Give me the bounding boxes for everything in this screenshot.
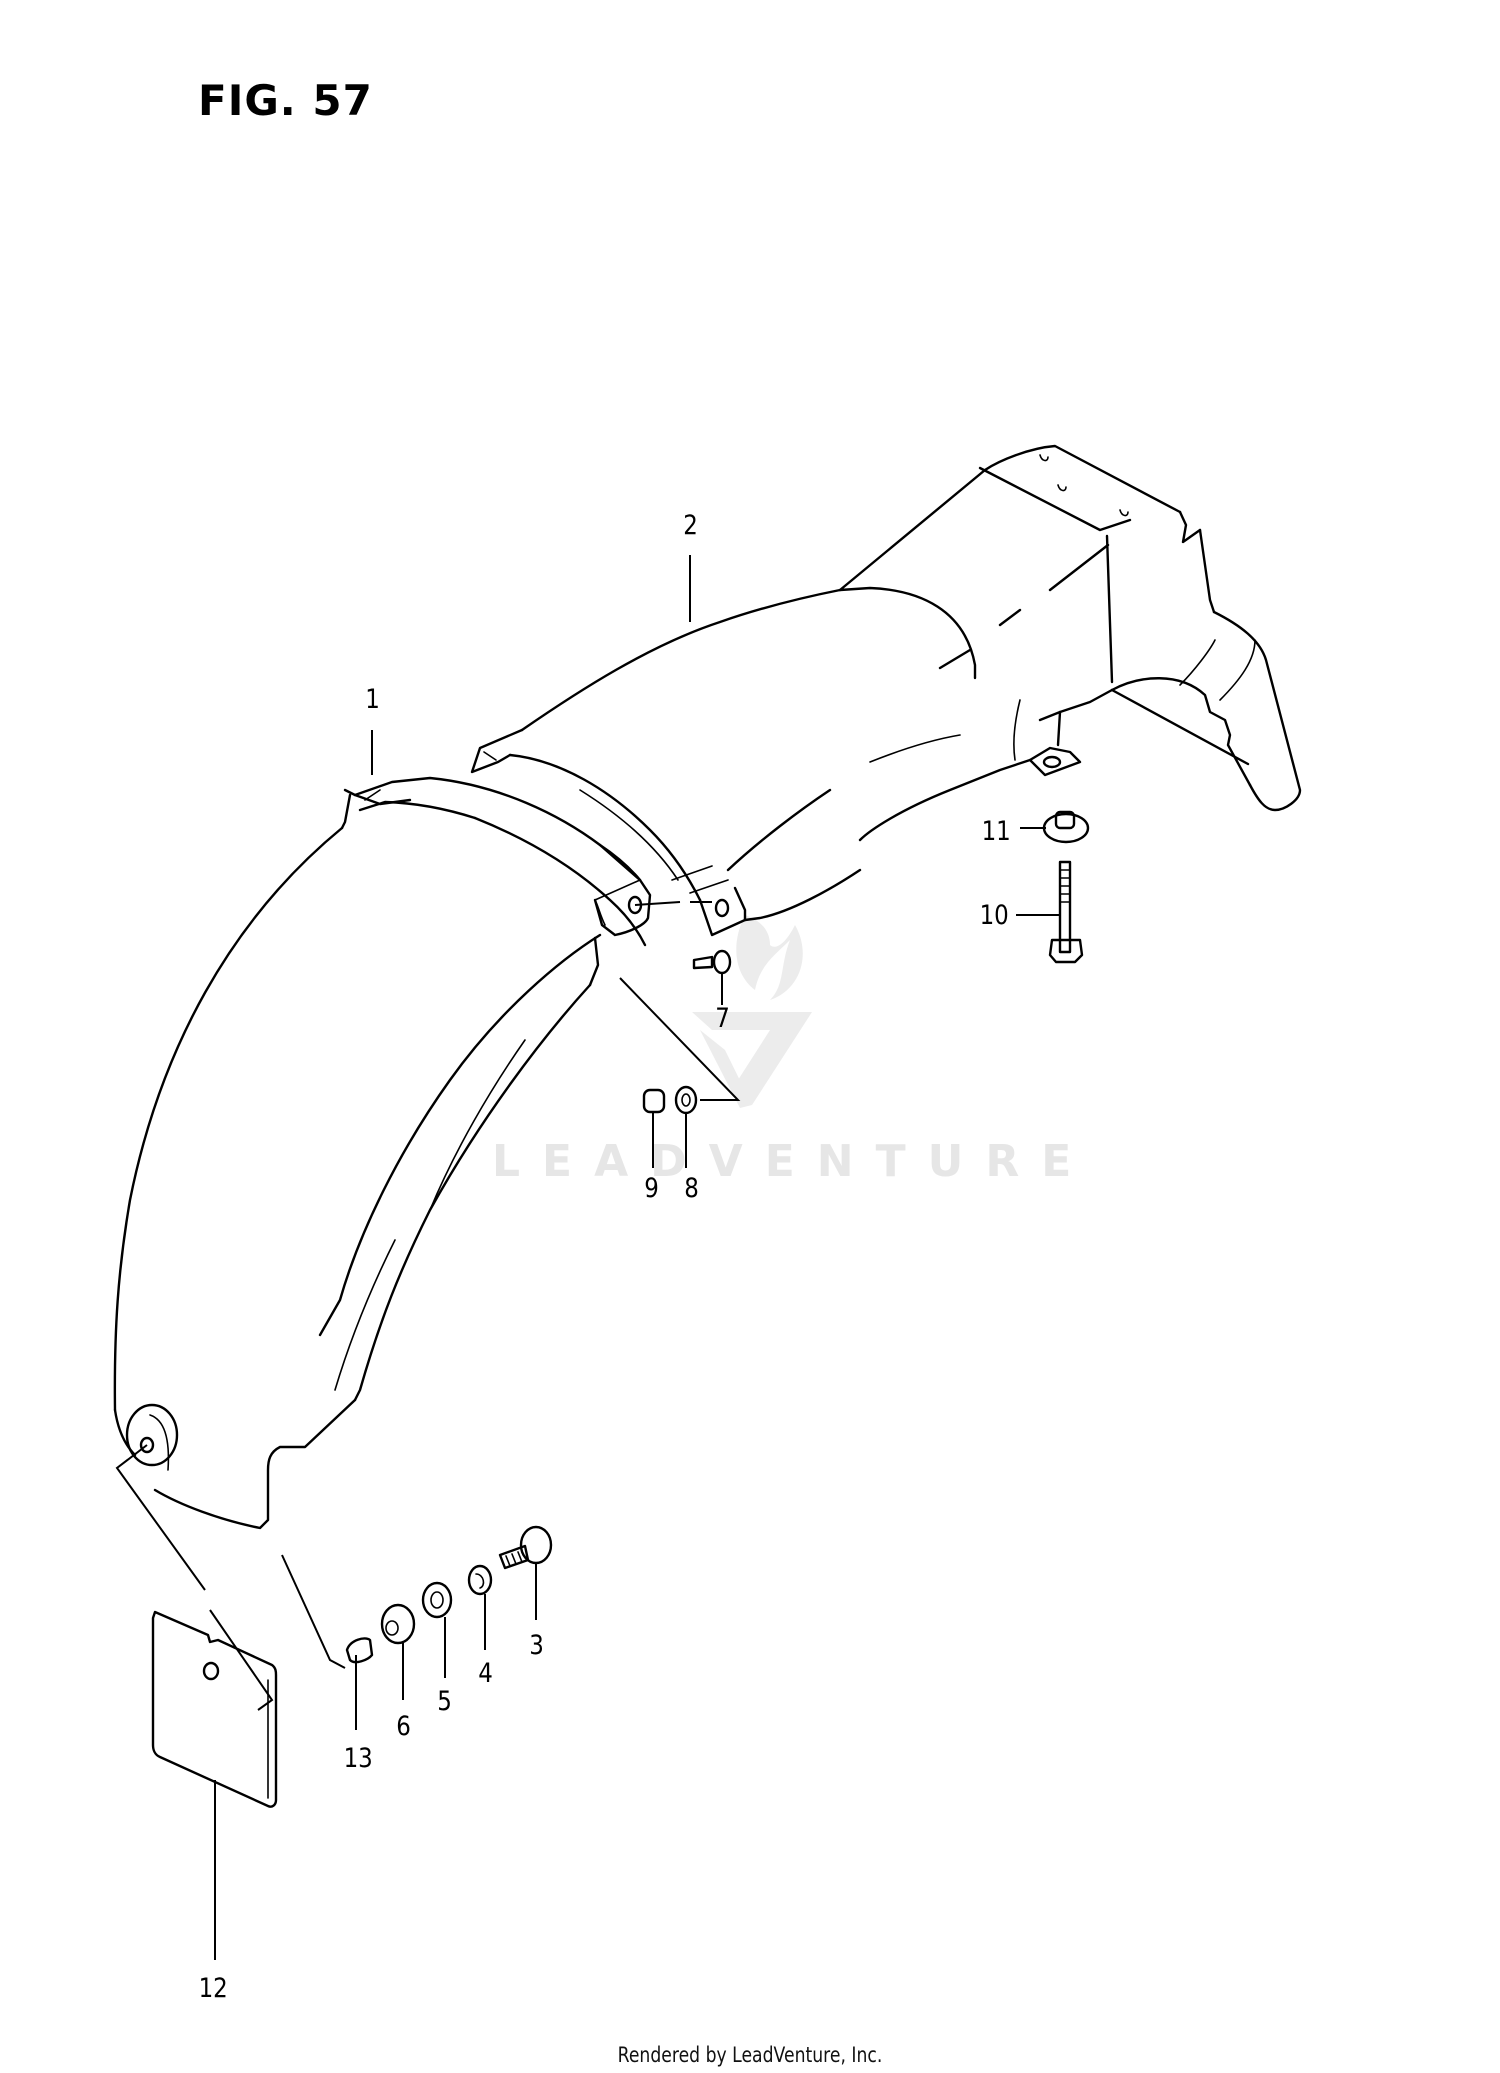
callout-6: 6 <box>396 1711 411 1742</box>
callout-1: 1 <box>365 684 380 715</box>
part-1-rear-fender <box>113 776 712 1711</box>
part-7-screw <box>692 949 732 975</box>
part-11-washer <box>1042 810 1090 844</box>
part-2-rear-fender-upper <box>470 444 1302 937</box>
callout-10: 10 <box>979 900 1009 931</box>
part-5-washer <box>421 1581 453 1619</box>
leader-8-9 <box>619 977 741 1101</box>
part-4-lock-washer <box>467 1564 493 1596</box>
part-3-bolt <box>498 1525 553 1570</box>
callout-12: 12 <box>198 1973 228 2004</box>
callout-11: 11 <box>981 816 1011 847</box>
footer-credit: Rendered by LeadVenture, Inc. <box>617 2043 883 2067</box>
figure-title: FIG. 57 <box>198 76 373 125</box>
part-9-nut <box>642 1088 666 1114</box>
leader-lines <box>214 555 1060 1960</box>
part-10-bolt <box>1048 860 1084 964</box>
callout-9: 9 <box>644 1173 659 1204</box>
part-6-cushion <box>380 1603 416 1645</box>
callout-7: 7 <box>715 1003 730 1034</box>
callout-3: 3 <box>529 1630 544 1661</box>
part-8-washer <box>674 1085 698 1115</box>
callout-8: 8 <box>684 1173 699 1204</box>
callout-5: 5 <box>437 1686 452 1717</box>
part-12-mud-flap <box>151 1610 278 1808</box>
watermark-text: LEADVENTURE <box>492 1136 1094 1187</box>
callout-4: 4 <box>478 1658 493 1689</box>
callout-13: 13 <box>343 1743 373 1774</box>
watermark-logo-icon <box>692 915 812 1108</box>
part-13-spacer <box>345 1637 374 1664</box>
callout-2: 2 <box>683 510 698 541</box>
